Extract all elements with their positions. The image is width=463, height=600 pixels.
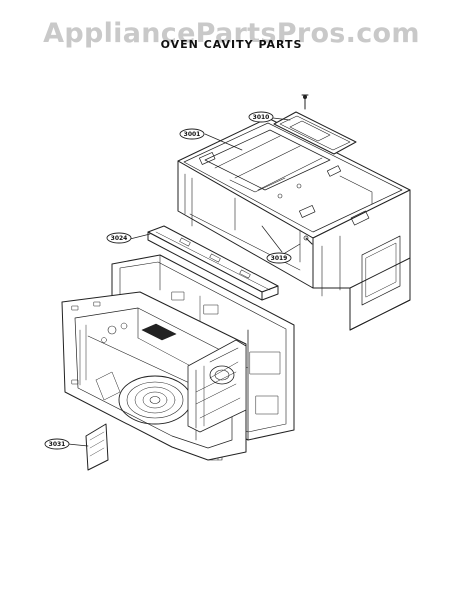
- callout-3031-oval: [44, 438, 70, 450]
- shield-plate-part: [85, 423, 109, 471]
- callout-3010-oval: [248, 111, 274, 123]
- callout-3019-oval: [266, 252, 292, 264]
- diagram-title: OVEN CAVITY PARTS: [160, 38, 303, 51]
- callout-3001-label: 3001: [184, 131, 201, 138]
- front-cavity: [61, 291, 247, 461]
- callout-3010-label: 3010: [253, 114, 270, 121]
- outer-cavity-housing: [177, 117, 411, 331]
- callout-3024-label: 3024: [111, 235, 128, 242]
- callout-3001-oval: [179, 128, 205, 140]
- callout-3019-label: 3019: [271, 255, 288, 262]
- watermark-text: AppliancePartsPros.com: [43, 18, 420, 49]
- waveguide-cover-part: [273, 94, 357, 155]
- callout-3024-oval: [106, 232, 132, 244]
- air-guide-part: [147, 225, 279, 301]
- screw-3019: [303, 235, 313, 245]
- callout-3031-label: 3031: [49, 441, 66, 448]
